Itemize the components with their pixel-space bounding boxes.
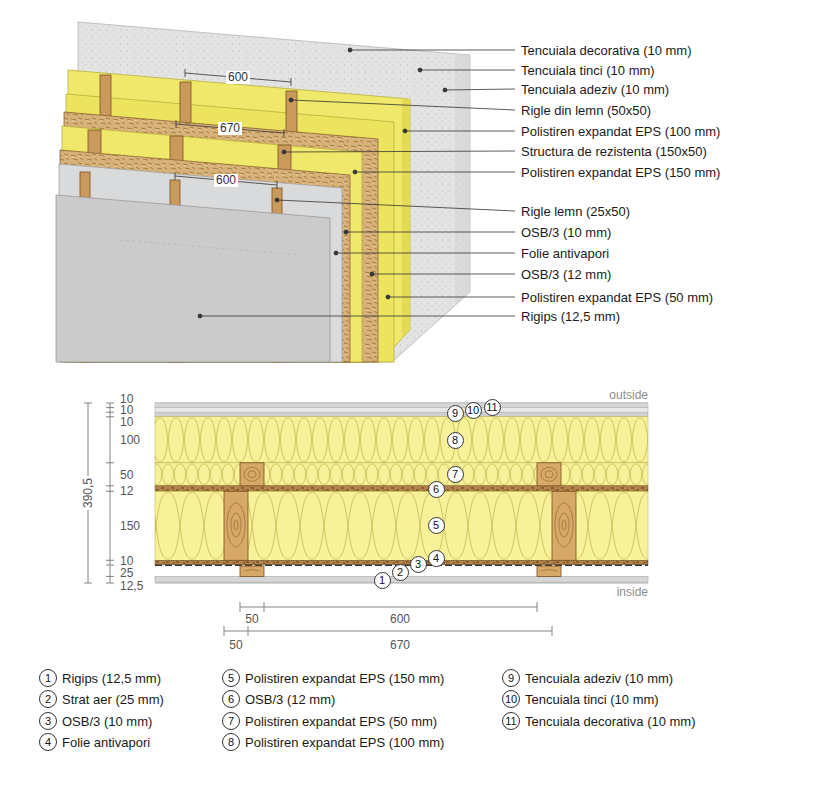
callout-number: 5 bbox=[428, 517, 445, 534]
callout-text: 6 bbox=[433, 484, 439, 495]
legend-text: OSB/3 (12 mm) bbox=[245, 692, 335, 707]
legend-text: Polistiren expandat EPS (100 mm) bbox=[245, 735, 444, 750]
legend-number: 3 bbox=[39, 712, 57, 730]
callout-text: 9 bbox=[452, 408, 458, 419]
side-label: inside bbox=[617, 586, 648, 599]
dimension-text: 10 bbox=[120, 404, 133, 416]
callout-number: 3 bbox=[410, 556, 427, 573]
part-label: OSB/3 (12 mm) bbox=[521, 267, 611, 282]
dimension-text: 100 bbox=[120, 434, 140, 446]
callout-number: 2 bbox=[392, 564, 409, 581]
callout-number: 1 bbox=[374, 572, 391, 589]
callout-number: 11 bbox=[484, 399, 501, 416]
total-dimension: 390,5 bbox=[82, 476, 94, 510]
side-label: outside bbox=[609, 389, 648, 402]
legend-item: 2 Strat aer (25 mm) bbox=[39, 690, 164, 708]
legend-item: 6 OSB/3 (12 mm) bbox=[222, 690, 335, 708]
callout-number: 7 bbox=[447, 466, 464, 483]
part-label: Tencuiala tinci (10 mm) bbox=[521, 63, 655, 78]
dimension-text: 12,5 bbox=[120, 580, 143, 592]
callout-text: 5 bbox=[433, 520, 439, 531]
callout-number: 6 bbox=[428, 481, 445, 498]
callout-text: 2 bbox=[397, 567, 403, 578]
dimension-text: 12 bbox=[120, 485, 133, 497]
part-label: Rigle din lemn (50x50) bbox=[521, 103, 651, 118]
legend-text: Polistiren expandat EPS (150 mm) bbox=[245, 671, 444, 686]
legend-text: Tencuiala decorativa (10 mm) bbox=[525, 714, 696, 729]
part-label: Rigips (12,5 mm) bbox=[521, 309, 620, 324]
dimension-text: 670 bbox=[390, 639, 410, 651]
part-label: Rigle lemn (25x50) bbox=[521, 204, 630, 219]
callout-number: 4 bbox=[428, 550, 445, 567]
part-label: OSB/3 (10 mm) bbox=[521, 225, 611, 240]
legend-item: 9 Tencuiala adeziv (10 mm) bbox=[502, 669, 673, 687]
legend-text: Folie antivapori bbox=[62, 735, 150, 750]
dimension-text: 670 bbox=[218, 122, 242, 135]
callout-number: 10 bbox=[465, 402, 482, 419]
legend-item: 3 OSB/3 (10 mm) bbox=[39, 712, 152, 730]
legend-number: 5 bbox=[222, 669, 240, 687]
legend-item: 10 Tencuiala tinci (10 mm) bbox=[502, 690, 659, 708]
legend-number: 6 bbox=[222, 690, 240, 708]
callout-text: 3 bbox=[415, 559, 421, 570]
part-label: Tencuiala decorativa (10 mm) bbox=[521, 43, 692, 58]
legend-text: Rigips (12,5 mm) bbox=[62, 671, 161, 686]
legend-text: Tencuiala adeziv (10 mm) bbox=[525, 671, 673, 686]
callout-text: 7 bbox=[452, 469, 458, 480]
callout-text: 10 bbox=[467, 405, 479, 416]
legend-number: 9 bbox=[502, 669, 520, 687]
part-label: Polistiren expandat EPS (150 mm) bbox=[521, 165, 720, 180]
legend-number: 1 bbox=[39, 669, 57, 687]
part-label: Structura de rezistenta (150x50) bbox=[521, 144, 707, 159]
callout-text: 4 bbox=[433, 553, 439, 564]
callout-text: 11 bbox=[486, 402, 497, 413]
dimension-text: 150 bbox=[120, 520, 140, 532]
legend-text: OSB/3 (10 mm) bbox=[62, 714, 152, 729]
legend-item: 5 Polistiren expandat EPS (150 mm) bbox=[222, 669, 444, 687]
dimension-text: 600 bbox=[390, 613, 410, 625]
legend-number: 4 bbox=[39, 733, 57, 751]
callout-number: 8 bbox=[447, 432, 464, 449]
legend-item: 1 Rigips (12,5 mm) bbox=[39, 669, 161, 687]
dimension-text: 50 bbox=[229, 639, 242, 651]
part-label: Folie antivapori bbox=[521, 246, 609, 261]
dimension-text: 25 bbox=[120, 567, 133, 579]
legend-number: 8 bbox=[222, 733, 240, 751]
callout-text: 1 bbox=[379, 575, 385, 586]
legend-text: Tencuiala tinci (10 mm) bbox=[525, 692, 659, 707]
callout-number: 9 bbox=[447, 405, 464, 422]
dimension-text: 50 bbox=[245, 613, 258, 625]
callout-text: 8 bbox=[452, 435, 458, 446]
part-label: Polistiren expandat EPS (50 mm) bbox=[521, 290, 713, 305]
part-label: Tencuiala adeziv (10 mm) bbox=[521, 82, 669, 97]
dimension-text: 10 bbox=[120, 555, 133, 567]
legend-number: 11 bbox=[502, 712, 520, 730]
legend-number: 2 bbox=[39, 690, 57, 708]
dimension-text: 10 bbox=[120, 416, 133, 428]
legend-text: Polistiren expandat EPS (50 mm) bbox=[245, 714, 437, 729]
legend-number: 10 bbox=[502, 690, 520, 708]
dimension-text: 50 bbox=[120, 469, 133, 481]
part-label: Polistiren expandat EPS (100 mm) bbox=[521, 124, 720, 139]
dimension-text: 600 bbox=[214, 174, 238, 187]
dimension-text: 600 bbox=[226, 71, 250, 84]
legend-item: 7 Polistiren expandat EPS (50 mm) bbox=[222, 712, 437, 730]
legend-item: 8 Polistiren expandat EPS (100 mm) bbox=[222, 733, 444, 751]
legend-text: Strat aer (25 mm) bbox=[62, 692, 164, 707]
legend-item: 11 Tencuiala decorativa (10 mm) bbox=[502, 712, 696, 730]
legend-number: 7 bbox=[222, 712, 240, 730]
legend-item: 4 Folie antivapori bbox=[39, 733, 150, 751]
